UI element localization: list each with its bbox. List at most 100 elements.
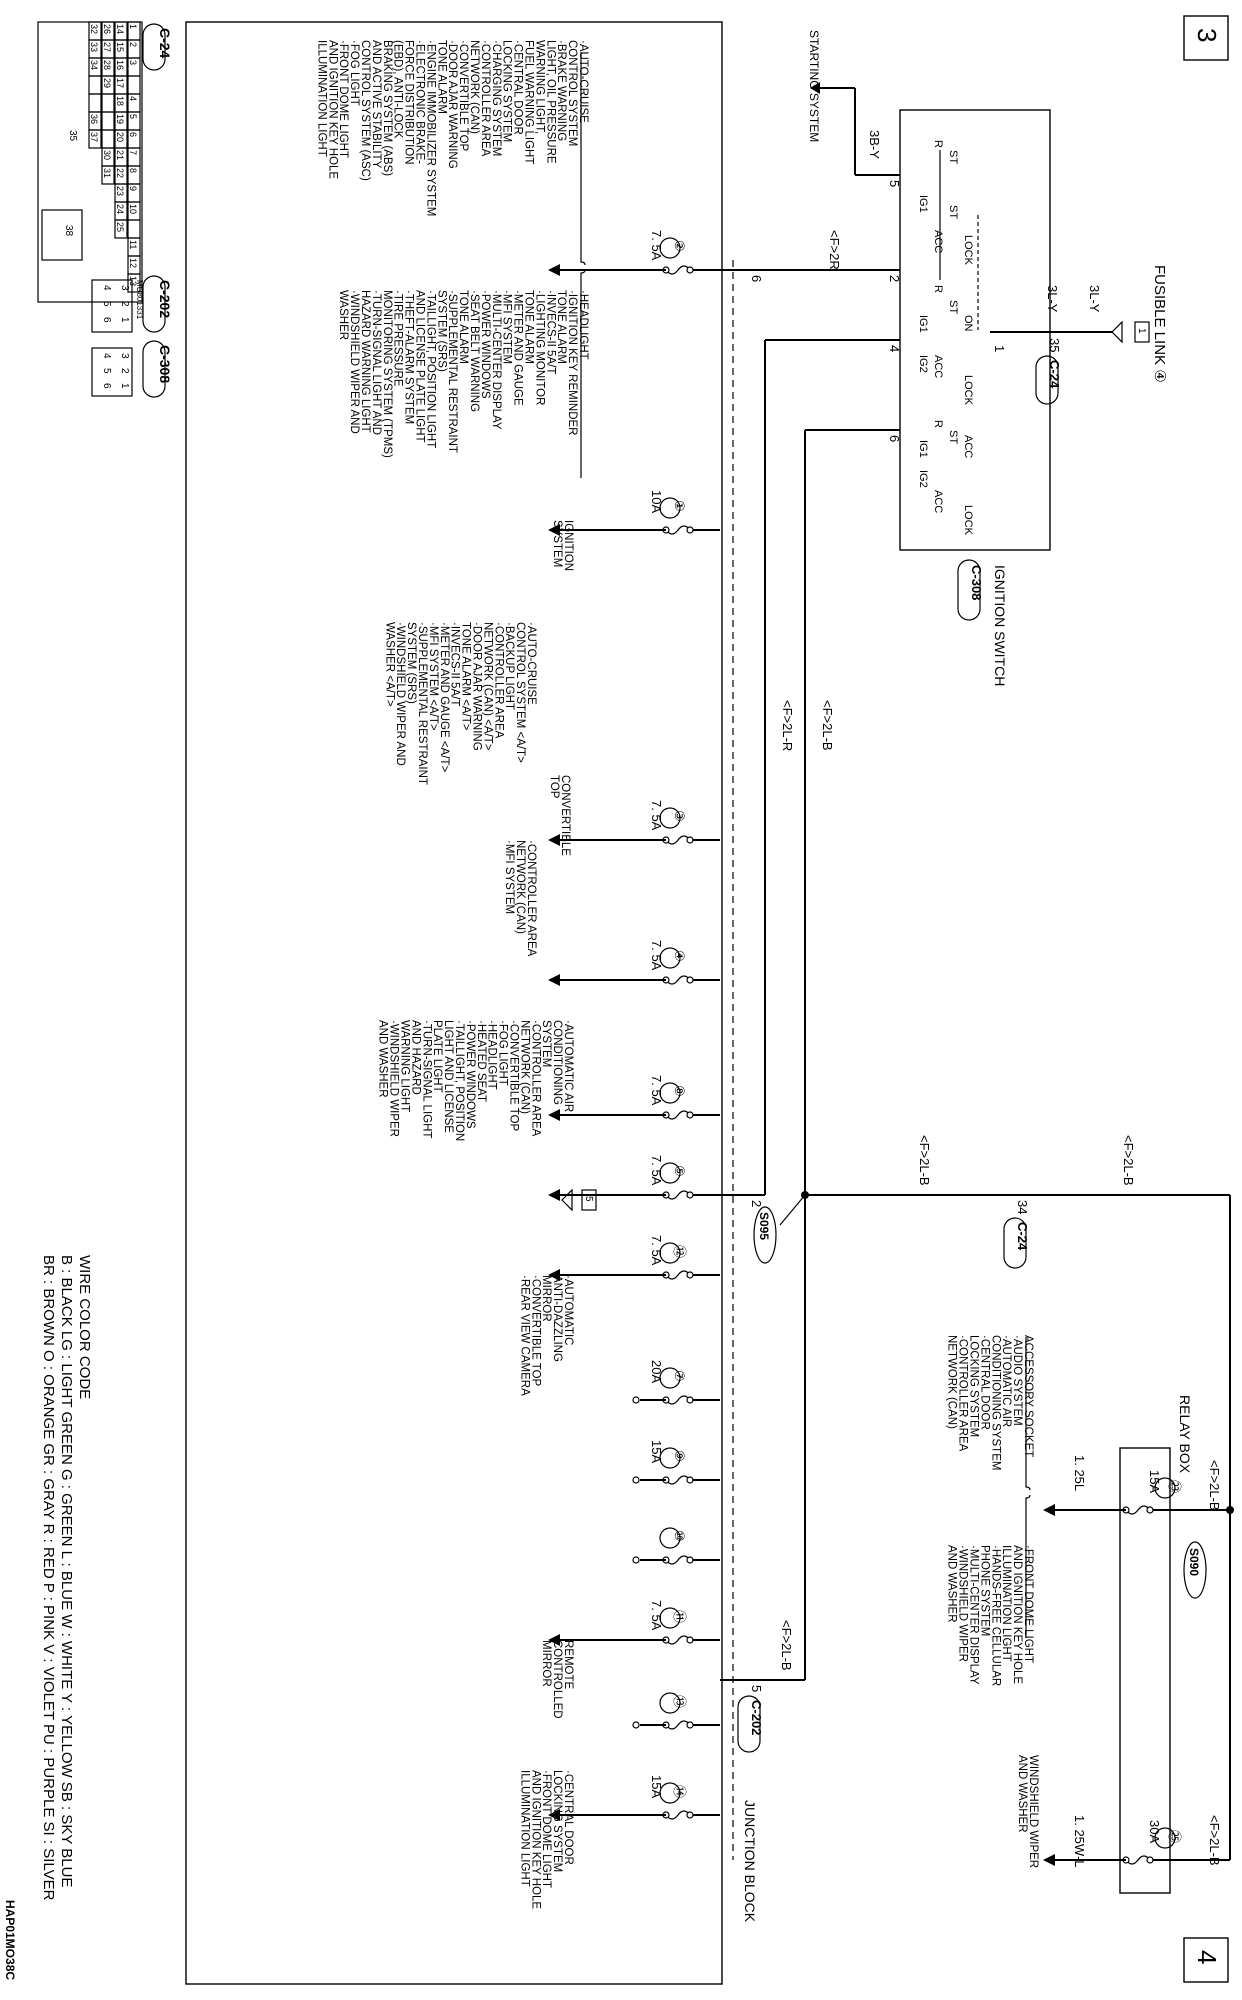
connector-pin: 5 [101, 368, 112, 374]
circuit-line: CONDITIONING [551, 1020, 563, 1105]
circuit-line: ·CONVERTIBLE TOP [529, 1275, 541, 1387]
connector-pin: 5 [101, 301, 112, 307]
pin-1-ig: 1 [992, 345, 1007, 352]
circuit-line: ILLUMINATION LIGHT [518, 1770, 530, 1887]
circuit-line: ·SEAT BELT WARNING [468, 290, 480, 412]
connector-pin: 18 [115, 96, 125, 106]
circuit-line: ·LIGHTING MONITOR [533, 290, 545, 405]
circuit-line: ·AUDIO SYSTEM [1011, 1335, 1023, 1426]
circuit-line: TONE ALARM [435, 40, 447, 114]
circuit-line: ·CONTROLLER AREA [492, 622, 504, 739]
fuse-rating: 7. 5A [649, 1075, 664, 1106]
fuse-number: ③ [672, 810, 687, 822]
svg-text:ST: ST [947, 205, 959, 219]
wire-label-125wl: 1. 25W-L [1072, 1815, 1087, 1868]
circuit-line: WINDSHIELD WIPER [1027, 1755, 1039, 1868]
circuit-line: ·DOOR AJAR WARNING [471, 622, 483, 751]
connector-pin: 38 [63, 225, 74, 237]
circuit-line: AND IGNITION KEY HOLE [326, 40, 338, 179]
circuit-line: ·IGNITION KEY REMINDER [566, 290, 578, 435]
circuit-line: ·WINDSHIELD WIPER AND [348, 290, 360, 434]
fuse-number: ⑬ [672, 1695, 687, 1708]
fuse-number: ⑩ [672, 1530, 687, 1542]
connector-pin: 2 [128, 42, 138, 47]
svg-text:IGNITION SWITCH: IGNITION SWITCH [992, 565, 1008, 686]
fuse-number: ⑨ [672, 1450, 687, 1462]
circuit-line: ·INVECS-II 5A/T [449, 622, 461, 706]
circuit-line: SYSTEM (SRS) [405, 622, 417, 704]
circuit-line: ·REAR VIEW CAMERA [518, 1275, 530, 1396]
connector-pin: 17 [115, 78, 125, 88]
circuit-line: ·CENTRAL DOOR [512, 40, 524, 135]
circuit-line: CONTROL SYSTEM [566, 40, 578, 146]
svg-text:ACC: ACC [932, 490, 944, 513]
svg-text:RELAY BOX: RELAY BOX [1177, 1395, 1193, 1474]
svg-text:R: R [932, 140, 944, 148]
fuse-number: ⑭ [672, 1785, 687, 1798]
circuit-line: ·SUPPLEMENTAL RESTRAINT [446, 290, 458, 453]
connector-pin: 19 [115, 114, 125, 124]
fuse-number: ① [672, 500, 687, 512]
fuse-number: ⑧ [672, 1085, 687, 1097]
circuit-line: ·HANDS-FREE CELLULAR [989, 1545, 1001, 1686]
circuit-line: WARNING LIGHT, [533, 40, 545, 134]
connector-pin: 32 [89, 24, 99, 34]
circuit-line: AND IGNITION KEY HOLE [529, 1770, 541, 1909]
fuse-rating: 15A [649, 1775, 664, 1798]
svg-text:IG2: IG2 [917, 355, 929, 373]
circuit-line: BRAKING SYSTEM (ABS) [381, 40, 393, 176]
connector-pin: 8 [128, 168, 138, 173]
svg-text:ST: ST [947, 300, 959, 314]
circuit-line: ·WINDSHIELD WIPER AND [394, 622, 406, 766]
connector-views: C-24123456789101112131415161718192021222… [37, 21, 173, 398]
connector-pin: 15 [115, 42, 125, 52]
circuit-line: LIGHT, OIL PRESSURE [544, 40, 556, 164]
connector-pin: 36 [89, 114, 99, 124]
svg-text:LOCK: LOCK [962, 375, 974, 406]
connector-pin: 30 [102, 150, 112, 160]
fuse-rating: 10A [649, 490, 664, 513]
circuit-line: NETWORK (CAN) [518, 1020, 530, 1114]
circuit-line: SYSTEM [540, 1020, 552, 1067]
circuit-line: ·MULTI-CENTER DISPLAY [968, 1545, 980, 1685]
connector-pin: 35 [67, 130, 78, 142]
wire-label-3ly-b: 3L-Y [1045, 285, 1060, 313]
circuit-line: ·TAILLIGHT, POSITION LIGHT [424, 290, 436, 448]
circuit-line: ·POWER WINDOWS [464, 1020, 476, 1129]
circuit-line: ·TURN-SIGNAL LIGHT AND [370, 290, 382, 435]
circuit-line: PLATE LIGHT [431, 1020, 443, 1093]
diagram-code: HAP01MO38C [3, 1900, 17, 1980]
circuit-line: ·HEADLIGHT [486, 1020, 498, 1090]
circuit-line: HAZARD WARNING LIGHT [359, 290, 371, 433]
switch-contact-group-2: R ST ON IG1 IG2 ACC LOCK [917, 285, 974, 406]
svg-text:LOCK: LOCK [962, 505, 974, 536]
circuit-line: AND WASHER [377, 1020, 389, 1098]
circuit-line: ACCESSORY SOCKET [1022, 1335, 1034, 1457]
connector-pin: 3 [119, 285, 130, 291]
svg-text:S095: S095 [757, 1212, 771, 1240]
connector-pin: 1 [128, 24, 138, 29]
circuit-line: IGNITION [562, 520, 574, 571]
wire-label-f2lb-b: <F>2L-B [1121, 1135, 1136, 1186]
svg-text:LOCK: LOCK [962, 235, 974, 266]
wire-color-code-line2: BR : BROWN O : ORANGE GR : GRAY R : RED … [40, 1255, 57, 1901]
svg-text:ST: ST [947, 150, 959, 164]
fuse-rating: 7. 5A [649, 230, 664, 261]
circuit-line: ·BACKUP LIGHT [503, 622, 515, 710]
pin-6-jb: 6 [749, 275, 764, 282]
relay-fuse-rating: 15A [1147, 1470, 1162, 1493]
fuse-9: ⑩ [632, 1527, 720, 1565]
wire-label-f2lb-f: <F>2L-B [1207, 1815, 1222, 1866]
fuse-10: ⑪7. 5A [548, 1600, 720, 1646]
connector-pin: 24 [115, 204, 125, 214]
connector-pin: 3 [128, 60, 138, 65]
fuse-3: ④7. 5A [548, 940, 720, 986]
connector-pin: 13 [128, 276, 138, 286]
fuse-0: ②7. 5A [548, 230, 720, 276]
svg-text:WIRE COLOR CODE: WIRE COLOR CODE [76, 1255, 93, 1399]
